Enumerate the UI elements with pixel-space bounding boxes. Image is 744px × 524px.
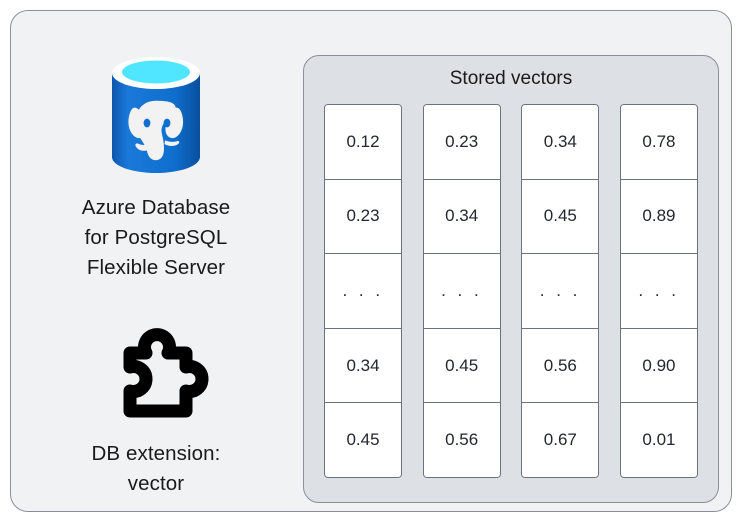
vector-cell: 0.01 (620, 403, 697, 477)
database-label: Azure Database for PostgreSQL Flexible S… (82, 193, 230, 283)
vector-cell: 0.67 (522, 403, 599, 477)
extension-label: DB extension: vector (92, 439, 221, 499)
vector-cell: 0.90 (620, 328, 697, 404)
vector-cell: 0.78 (620, 105, 697, 180)
puzzle-piece-icon (96, 319, 216, 427)
outer-container: Azure Database for PostgreSQL Flexible S… (10, 10, 732, 512)
vector-column: 0.78 0.89 . . . 0.90 0.01 (619, 104, 698, 478)
database-label-line-1: Azure Database (81, 196, 231, 219)
vector-column: 0.34 0.45 . . . 0.56 0.67 (521, 104, 600, 478)
vector-cell: 0.34 (423, 179, 500, 255)
vector-columns: 0.12 0.23 . . . 0.34 0.45 0.23 0.34 . . … (324, 104, 698, 478)
stored-vectors-panel: Stored vectors 0.12 0.23 . . . 0.34 0.45… (303, 55, 719, 503)
vector-cell: 0.12 (325, 105, 401, 180)
azure-postgresql-database-icon (104, 51, 208, 181)
vector-cell: 0.45 (522, 179, 599, 255)
vector-cell-ellipsis: . . . (620, 254, 697, 329)
vector-column: 0.12 0.23 . . . 0.34 0.45 (324, 104, 402, 478)
vector-cell: 0.23 (325, 179, 401, 255)
vector-cell-ellipsis: . . . (325, 254, 401, 329)
vector-column: 0.23 0.34 . . . 0.45 0.56 (422, 104, 501, 478)
vector-cell: 0.56 (522, 328, 599, 404)
vector-cell: 0.34 (522, 105, 599, 180)
vector-cell: 0.56 (423, 403, 500, 477)
extension-label-line-2: vector (127, 472, 185, 495)
vector-cell: 0.23 (423, 105, 500, 180)
extension-label-line-1: DB extension: (91, 442, 221, 465)
database-section: Azure Database for PostgreSQL Flexible S… (31, 41, 281, 496)
stored-vectors-title: Stored vectors (449, 68, 573, 89)
vector-cell: 0.34 (325, 328, 401, 404)
vector-cell-ellipsis: . . . (522, 254, 599, 329)
vector-cell: 0.45 (423, 328, 500, 404)
vector-cell-ellipsis: . . . (423, 254, 500, 329)
vector-cell: 0.89 (620, 179, 697, 255)
database-label-line-3: Flexible Server (86, 256, 226, 279)
vector-cell: 0.45 (325, 403, 401, 477)
database-label-line-2: for PostgreSQL (84, 226, 228, 249)
